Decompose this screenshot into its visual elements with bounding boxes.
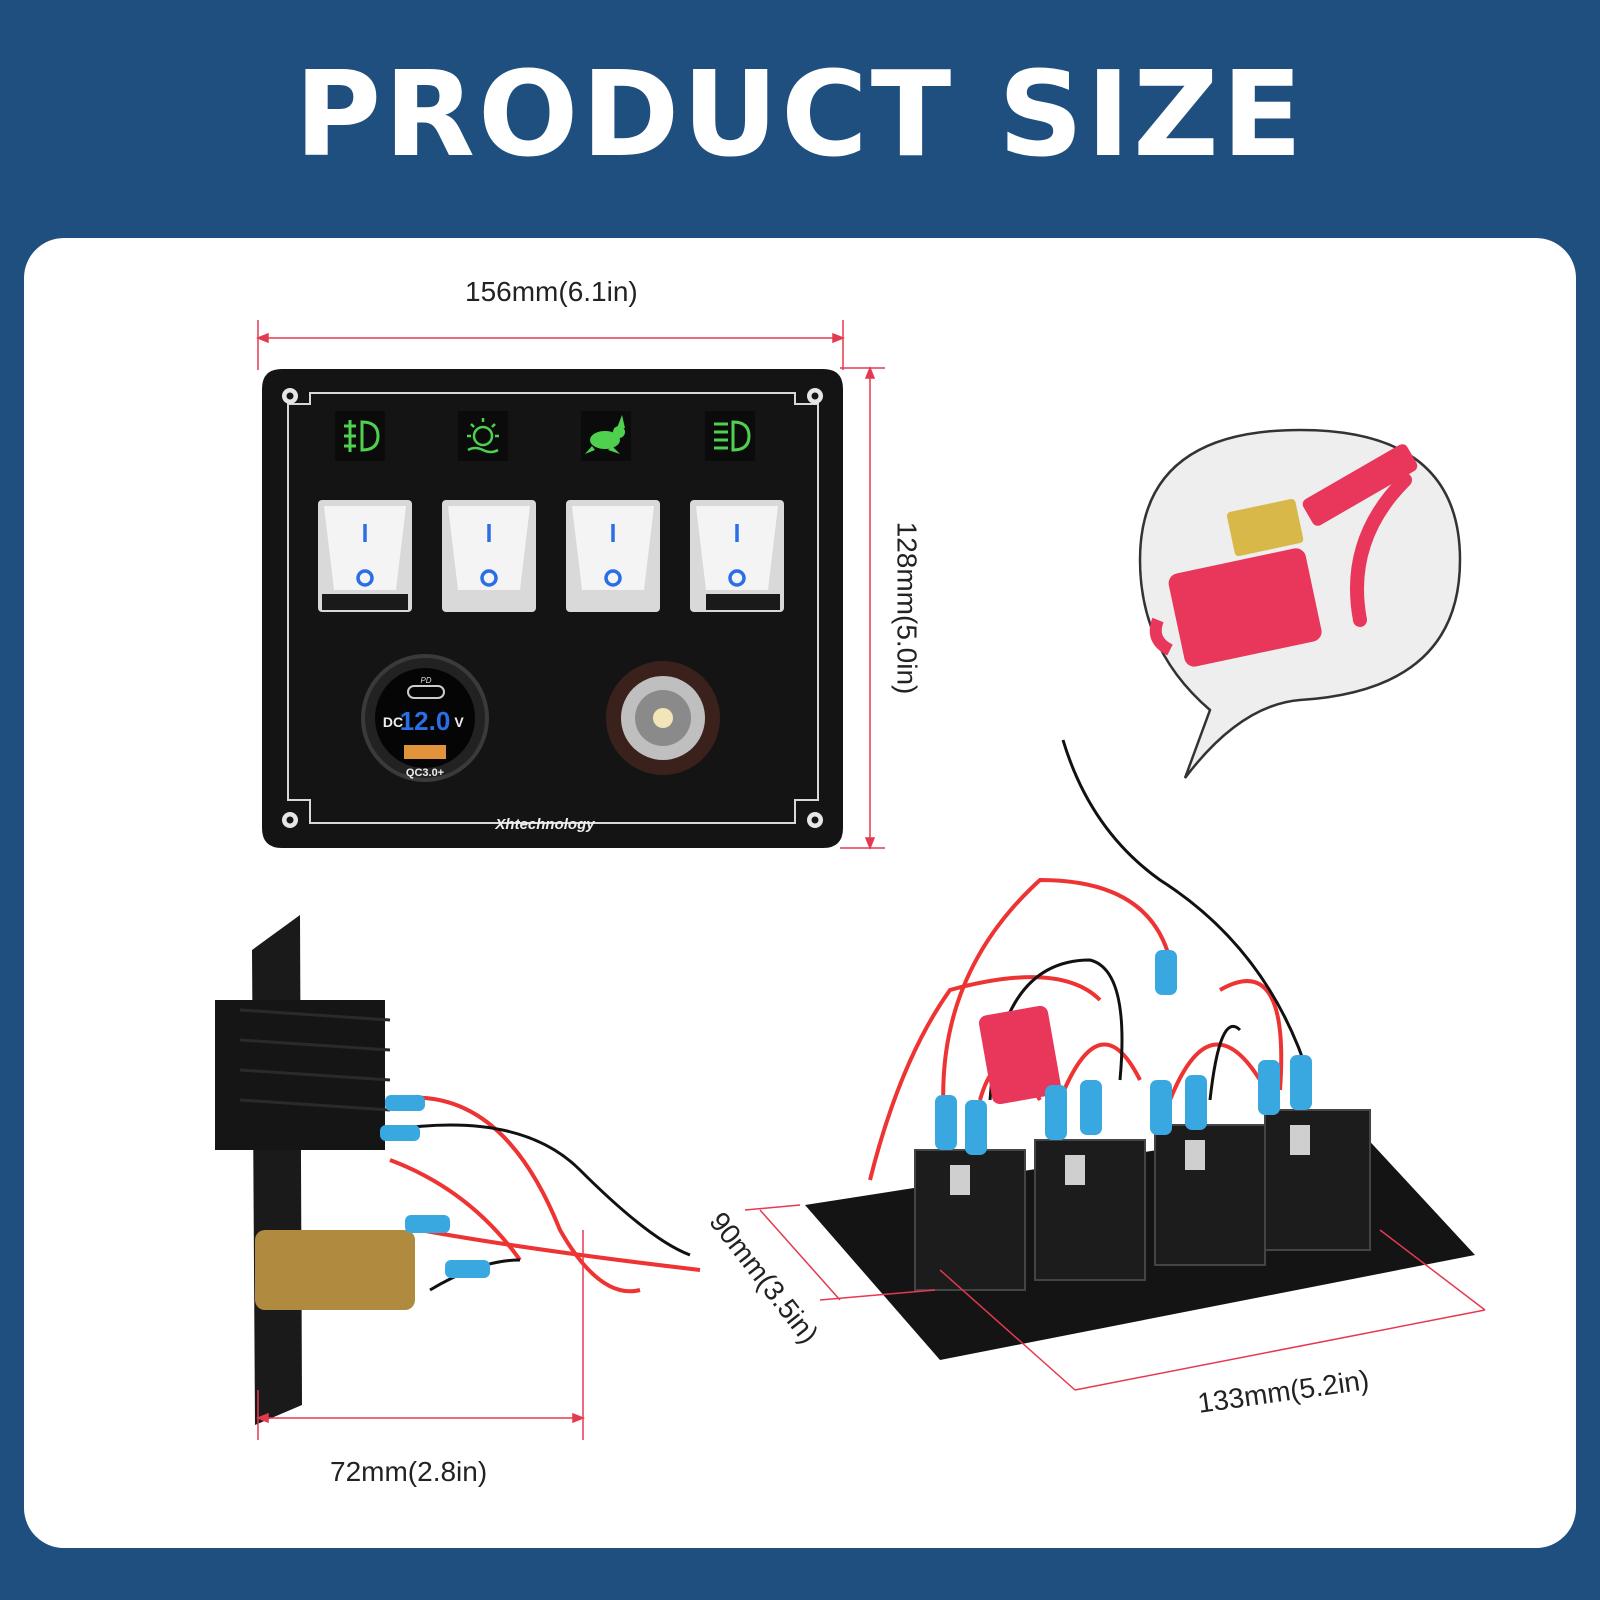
back-view-illustration <box>744 739 1486 1391</box>
fuse-holder-callout <box>1138 428 1462 779</box>
rabbit-icon <box>585 415 625 454</box>
switch-led-indicators <box>356 524 746 587</box>
voltmeter-unit-label: V <box>454 714 464 730</box>
height-dimension-line <box>840 365 885 851</box>
side-panel-plate <box>252 915 302 1425</box>
rocker-switch-3 <box>566 500 660 612</box>
depth-dimension-line <box>255 1230 586 1440</box>
page-title: PRODUCT SIZE <box>294 45 1306 183</box>
fuse-blade <box>1226 498 1304 557</box>
height-dimension-label: 128mm(5.0in) <box>891 521 923 695</box>
fuse-cable-loop <box>1350 473 1412 627</box>
headlight-icon <box>714 420 751 452</box>
qc-label: QC3.0+ <box>406 767 444 779</box>
fog-light-icon <box>344 420 380 452</box>
fuse-holder-body <box>1168 548 1322 667</box>
cigarette-lighter-socket <box>606 661 720 775</box>
side-view-illustration <box>215 915 701 1440</box>
depth-dimension-label: 72mm(2.8in) <box>330 1456 488 1487</box>
voltmeter-reading: 12.0 <box>400 706 451 736</box>
back-width-dimension-line <box>939 1229 1486 1391</box>
width-dimension-line <box>255 320 846 370</box>
rocker-switches <box>318 500 784 612</box>
back-height-dimension-line <box>744 1204 936 1301</box>
back-switch-bodies <box>914 1109 1371 1291</box>
fuse-holder-cap <box>1302 444 1418 526</box>
underwater-light-icon <box>467 418 499 454</box>
width-dimension-label: 156mm(6.1in) <box>465 276 638 307</box>
lighter-barrel <box>255 1230 415 1310</box>
rocker-switch-4 <box>690 500 784 612</box>
pd-label: PD <box>420 676 431 685</box>
rocker-switch-1 <box>318 500 412 612</box>
rocker-switch-2 <box>442 500 536 612</box>
voltmeter-dc-label: DC <box>383 714 403 730</box>
panel-border-line <box>287 392 819 824</box>
back-fuse-holder <box>978 1005 1062 1105</box>
usb-charger-socket <box>361 654 489 782</box>
brand-label: Xhtechnology <box>494 816 595 833</box>
fuse-input-cable <box>1149 617 1173 656</box>
